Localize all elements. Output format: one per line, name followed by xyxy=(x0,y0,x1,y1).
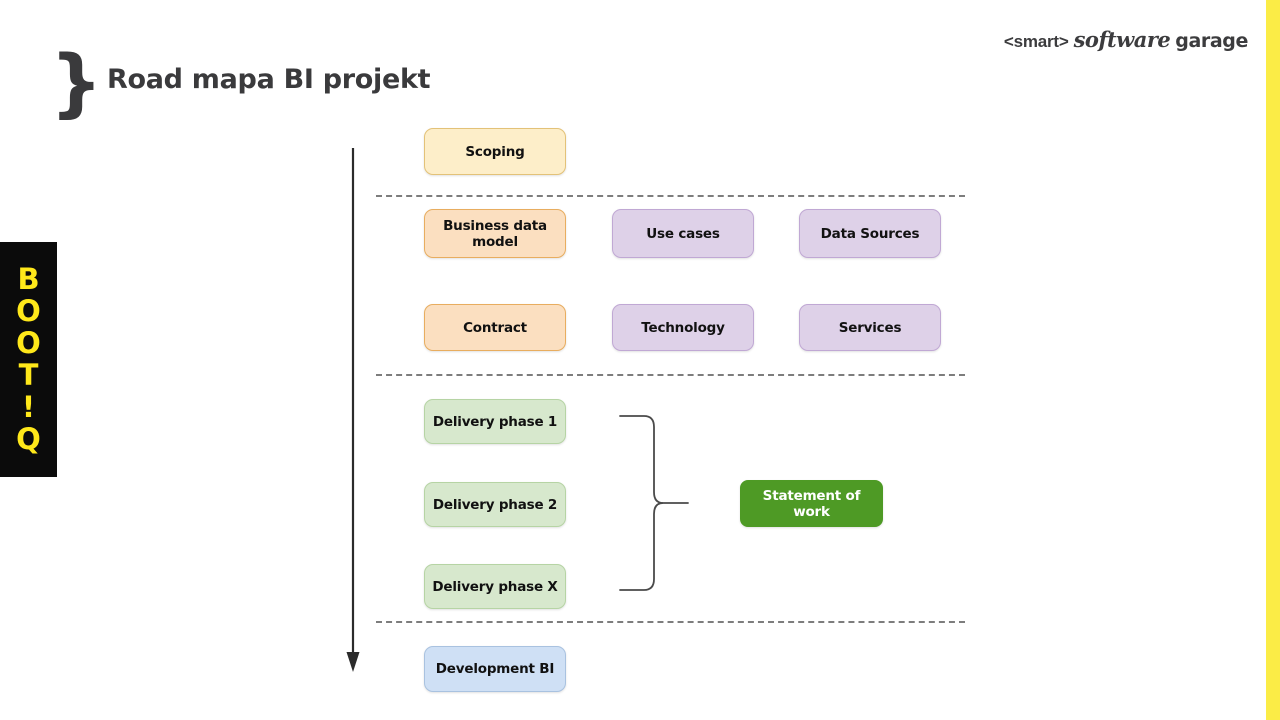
bootiq-letter: ! xyxy=(21,390,36,424)
bootiq-letter: Q xyxy=(16,422,41,456)
logo-smart-text: <smart> xyxy=(1003,32,1069,51)
bootiq-letter: O xyxy=(16,326,41,360)
page-title: Road mapa BI projekt xyxy=(107,64,431,95)
node-contract[interactable]: Contract xyxy=(424,304,566,351)
project-timeline-arrow-icon xyxy=(346,148,360,672)
node-business-data-model[interactable]: Business data model xyxy=(424,209,566,258)
node-services[interactable]: Services xyxy=(799,304,941,351)
right-accent-bar xyxy=(1266,0,1280,720)
node-delivery-phase-x[interactable]: Delivery phase X xyxy=(424,564,566,609)
node-statement-of-work[interactable]: Statement of work xyxy=(740,480,883,527)
delivery-phases-brace-icon xyxy=(619,415,689,591)
bootiq-letter: B xyxy=(17,262,40,296)
section-divider xyxy=(376,195,965,197)
node-delivery-phase-1[interactable]: Delivery phase 1 xyxy=(424,399,566,444)
node-technology[interactable]: Technology xyxy=(612,304,754,351)
accent-gap xyxy=(1255,0,1266,720)
section-divider xyxy=(376,374,965,376)
node-delivery-phase-2[interactable]: Delivery phase 2 xyxy=(424,482,566,527)
company-logo: <smart> software garage xyxy=(1003,27,1249,52)
bootiq-side-tab: B O O T ! Q xyxy=(0,242,57,477)
node-scoping[interactable]: Scoping xyxy=(424,128,566,175)
bootiq-letter: T xyxy=(18,358,39,392)
node-data-sources[interactable]: Data Sources xyxy=(799,209,941,258)
logo-garage-text: garage xyxy=(1175,30,1248,52)
section-divider xyxy=(376,621,965,623)
node-development-bi[interactable]: Development BI xyxy=(424,646,566,692)
bootiq-letter: O xyxy=(16,294,41,328)
node-use-cases[interactable]: Use cases xyxy=(612,209,754,258)
logo-software-text: software xyxy=(1073,27,1171,52)
